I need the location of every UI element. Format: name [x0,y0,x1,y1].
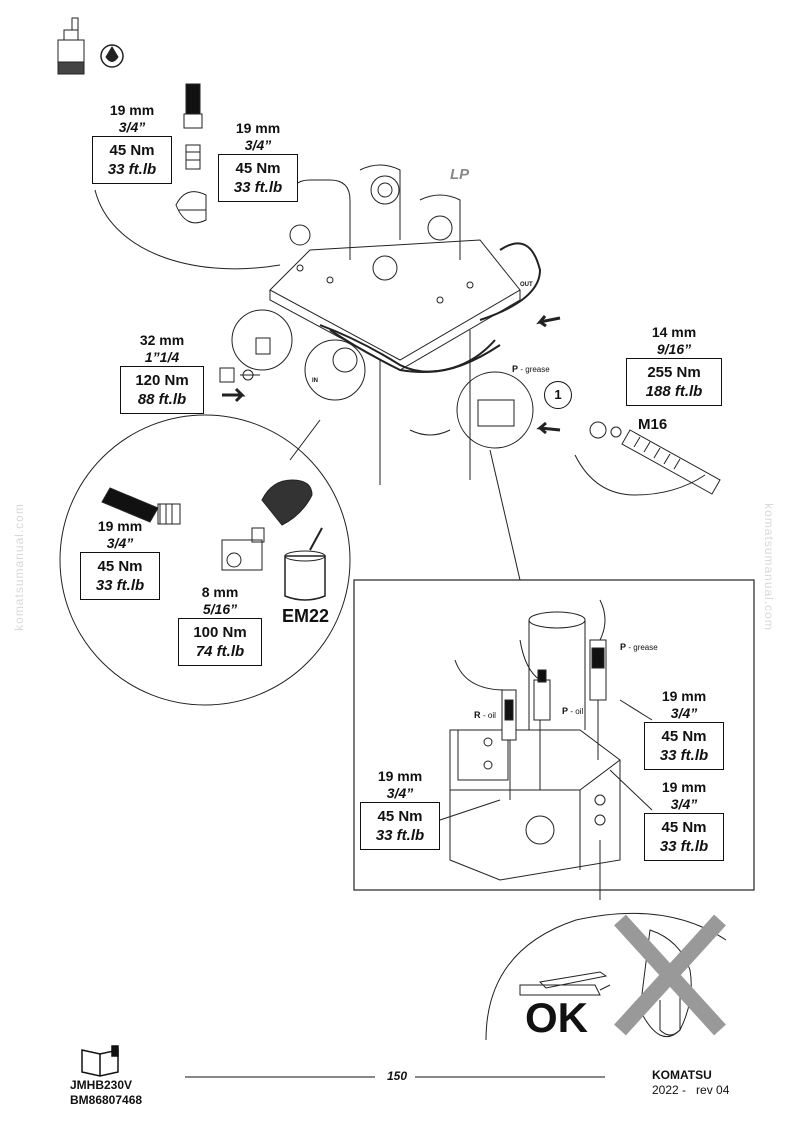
brand-name: KOMATSU [652,1068,712,1082]
torque-callout-plug: 32 mm 1”1/4 120 Nm 88 ft.lb [120,332,204,414]
wrench-size-mm: 14 mm [651,324,697,340]
torque-box: 45 Nm 33 ft.lb [644,722,724,770]
wrench-size-in: 3/4” [670,796,698,812]
wrench-size-in: 1”1/4 [144,349,180,365]
torque-box: 45 Nm 33 ft.lb [360,802,440,850]
torque-callout-valve-right-upper: 19 mm 3/4” 45 Nm 33 ft.lb [644,688,724,770]
torque-nm: 120 Nm [135,372,189,389]
torque-callout-bolt: 14 mm 9/16” 255 Nm 188 ft.lb [626,324,722,406]
document-code: BM86807468 [70,1093,143,1107]
wrench-size-in: 3/4” [118,119,146,135]
step-number-badge: 1 [544,381,572,409]
p-grease-label-detail: P - grease [620,642,658,652]
torque-nm: 45 Nm [235,160,281,177]
bolt-size-label: M16 [638,416,668,433]
revision-info: 2022 - rev 04 [652,1083,730,1097]
in-port-label: IN [312,378,318,384]
torque-callout-valve-left: 19 mm 3/4” 45 Nm 33 ft.lb [360,768,440,850]
torque-callout-top-adapter: 19 mm 3/4” 45 Nm 33 ft.lb [218,120,298,202]
model-code: JMHB230V [70,1078,133,1092]
watermark-left: komatsumanual.com [11,503,26,631]
torque-nm: 100 Nm [193,624,247,641]
watermark-right: komatsumanual.com [761,503,776,631]
torque-callout-swivel: 8 mm 5/16” 100 Nm 74 ft.lb [178,584,262,666]
torque-ftlb: 88 ft.lb [137,391,187,408]
wrench-size-in: 3/4” [386,785,414,801]
wrench-size-mm: 32 mm [139,332,185,348]
grease-drop-icon [100,44,124,68]
torque-callout-top-hose: 19 mm 3/4” 45 Nm 33 ft.lb [92,102,172,184]
wrench-size-mm: 19 mm [235,120,281,136]
torque-callout-left-hose: 19 mm 3/4” 45 Nm 33 ft.lb [80,518,160,600]
torque-nm: 45 Nm [97,558,143,575]
wrench-size-in: 3/4” [106,535,134,551]
wrench-size-mm: 8 mm [201,584,239,600]
footer-doc-info: JMHB230V BM86807468 [70,1078,142,1108]
torque-ftlb: 33 ft.lb [375,827,425,844]
torque-nm: 45 Nm [377,808,423,825]
torque-nm: 45 Nm [109,142,155,159]
ok-label: OK [525,994,588,1041]
torque-ftlb: 33 ft.lb [659,838,709,855]
torque-ftlb: 33 ft.lb [95,577,145,594]
torque-box: 100 Nm 74 ft.lb [178,618,262,666]
out-port-label: OUT [520,282,533,288]
lp-label: LP [450,166,470,183]
grease-product-label: EM22 [282,606,330,626]
torque-ftlb: 33 ft.lb [233,179,283,196]
hydraulic-block-icon [57,17,85,75]
wrench-size-in: 5/16” [202,601,238,617]
torque-ftlb: 33 ft.lb [107,161,157,178]
wrench-size-mm: 19 mm [661,688,707,704]
wrench-size-in: 9/16” [656,341,692,357]
torque-box: 120 Nm 88 ft.lb [120,366,204,414]
r-oil-label: R - oil [474,710,496,720]
torque-box: 45 Nm 33 ft.lb [80,552,160,600]
step-number: 1 [554,387,562,402]
manual-book-icon [81,1045,119,1077]
cross-mark-icon [614,914,726,1036]
torque-box: 45 Nm 33 ft.lb [218,154,298,202]
wrench-size-mm: 19 mm [109,102,155,118]
torque-box: 45 Nm 33 ft.lb [92,136,172,184]
footer-brand-info: KOMATSU 2022 - rev 04 [652,1068,729,1098]
torque-ftlb: 188 ft.lb [645,383,703,400]
torque-ftlb: 74 ft.lb [195,643,245,660]
wrench-size-mm: 19 mm [97,518,143,534]
torque-ftlb: 33 ft.lb [659,747,709,764]
wrench-size-mm: 19 mm [377,768,423,784]
p-grease-label-main: P - grease [512,364,550,374]
torque-box: 255 Nm 188 ft.lb [626,358,722,406]
wrench-size-mm: 19 mm [661,779,707,795]
p-oil-label: P - oil [562,706,584,716]
torque-nm: 255 Nm [647,364,701,381]
torque-nm: 45 Nm [661,819,707,836]
torque-callout-valve-right-lower: 19 mm 3/4” 45 Nm 33 ft.lb [644,779,724,861]
torque-nm: 45 Nm [661,728,707,745]
torque-box: 45 Nm 33 ft.lb [644,813,724,861]
page-number: 150 [386,1069,408,1083]
wrench-size-in: 3/4” [244,137,272,153]
wrench-size-in: 3/4” [670,705,698,721]
